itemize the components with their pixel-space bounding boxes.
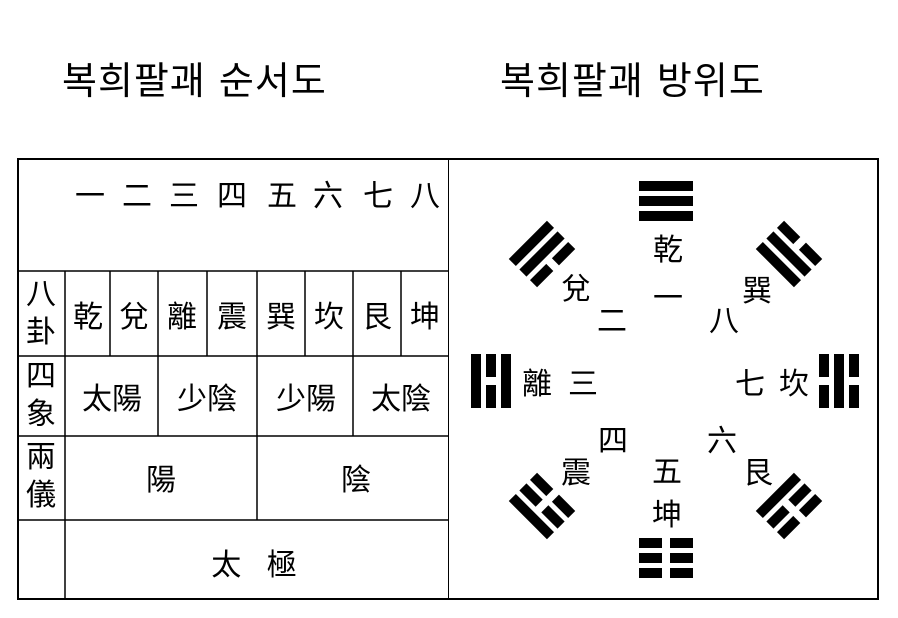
number-8: 八 xyxy=(410,179,440,214)
number-5: 五 xyxy=(267,179,297,214)
yang-line xyxy=(471,354,481,408)
bagua-cell: 艮 xyxy=(362,300,392,335)
number-1: 一 xyxy=(75,179,105,214)
trigram-number-dui: 二 xyxy=(597,304,627,339)
trigram-name-kun: 坤 xyxy=(652,498,682,533)
yin-line-segment xyxy=(776,220,801,245)
taiji-cell: 太 極 xyxy=(211,548,305,583)
row-label-liangyi: 兩儀 xyxy=(26,440,56,513)
yang-line xyxy=(639,196,693,206)
trigram-symbol-kan xyxy=(819,354,859,408)
number-7: 七 xyxy=(363,179,393,214)
yin-line-segment xyxy=(639,568,662,578)
trigram-number-qian: 一 xyxy=(653,281,683,316)
trigram-number-zhen: 四 xyxy=(598,424,628,459)
bagua-cell: 坤 xyxy=(410,300,440,335)
trigram-name-gen: 艮 xyxy=(743,456,773,491)
bagua-cell: 兌 xyxy=(119,300,149,335)
trigram-number-gen: 六 xyxy=(707,424,737,459)
bagua-cell: 離 xyxy=(167,300,197,335)
direction-diagram-title: 복희팔괘 방위도 xyxy=(500,59,765,103)
number-3: 三 xyxy=(169,179,199,214)
bagua-cell: 乾 xyxy=(73,300,103,335)
trigram-number-li: 三 xyxy=(568,367,598,402)
yin-line-segment xyxy=(541,505,565,529)
yin-line-segment xyxy=(849,354,859,377)
sixiang-cell: 少陽 xyxy=(276,382,336,417)
sixiang-cell: 太陽 xyxy=(82,382,142,417)
yang-line xyxy=(755,472,802,519)
yang-line xyxy=(639,181,693,191)
trigram-name-dui: 兌 xyxy=(561,272,591,307)
trigram-symbol-kun xyxy=(639,538,693,578)
trigram-name-kan: 坎 xyxy=(779,367,809,402)
sequence-grid xyxy=(17,158,449,600)
yin-line-segment xyxy=(529,472,554,497)
yang-line xyxy=(834,354,844,408)
yin-line-segment xyxy=(798,493,823,518)
yin-line-segment xyxy=(529,263,554,288)
trigram-number-xun: 八 xyxy=(709,304,739,339)
trigram-name-li: 離 xyxy=(522,367,552,402)
bagua-cell: 坎 xyxy=(314,300,344,335)
row-label-bagua: 八卦 xyxy=(26,277,56,350)
yin-line-segment xyxy=(670,553,693,563)
yang-line xyxy=(755,241,802,288)
yin-line-segment xyxy=(776,515,801,540)
yin-line-segment xyxy=(788,483,812,507)
sixiang-cell: 太陰 xyxy=(371,382,431,417)
yin-line-segment xyxy=(551,241,576,266)
yang-line xyxy=(519,231,565,277)
trigram-number-kun: 五 xyxy=(652,455,682,490)
yin-line-segment xyxy=(670,538,693,548)
yin-line-segment xyxy=(486,385,496,408)
yin-line-segment xyxy=(670,568,693,578)
trigram-symbol-zhen xyxy=(508,472,576,540)
sequence-diagram-title: 복희팔괘 순서도 xyxy=(62,59,327,103)
trigram-number-kan: 七 xyxy=(735,367,765,402)
row-label-sixiang: 四象 xyxy=(26,359,56,432)
bagua-cell: 震 xyxy=(217,300,247,335)
trigram-symbol-qian xyxy=(639,181,693,221)
liangyi-cell: 陰 xyxy=(341,463,371,498)
trigram-symbol-xun xyxy=(755,220,823,288)
yin-line-segment xyxy=(486,354,496,377)
trigram-symbol-gen xyxy=(755,472,823,540)
bagua-cell: 巽 xyxy=(266,300,296,335)
liangyi-cell: 陽 xyxy=(146,463,176,498)
yin-line-segment xyxy=(819,354,829,377)
yin-line-segment xyxy=(551,494,576,519)
yang-line xyxy=(508,220,555,267)
yin-line-segment xyxy=(819,385,829,408)
compass-trigram-layer xyxy=(471,181,859,578)
yang-line xyxy=(766,231,812,277)
number-6: 六 xyxy=(313,179,343,214)
trigram-name-qian: 乾 xyxy=(653,233,683,268)
yin-line-segment xyxy=(519,483,543,507)
yin-line-segment xyxy=(798,242,823,267)
yang-line xyxy=(639,211,693,221)
trigram-name-xun: 巽 xyxy=(742,274,772,309)
yin-line-segment xyxy=(766,505,790,529)
sixiang-cell: 少陰 xyxy=(177,382,237,417)
number-2: 二 xyxy=(122,179,152,214)
trigram-symbol-li xyxy=(471,354,511,408)
yin-line-segment xyxy=(639,553,662,563)
number-4: 四 xyxy=(217,179,247,214)
trigram-name-zhen: 震 xyxy=(561,456,591,491)
yin-line-segment xyxy=(639,538,662,548)
yin-line-segment xyxy=(849,385,859,408)
trigram-symbol-dui xyxy=(508,220,576,288)
yang-line xyxy=(508,493,555,540)
yang-line xyxy=(501,354,511,408)
